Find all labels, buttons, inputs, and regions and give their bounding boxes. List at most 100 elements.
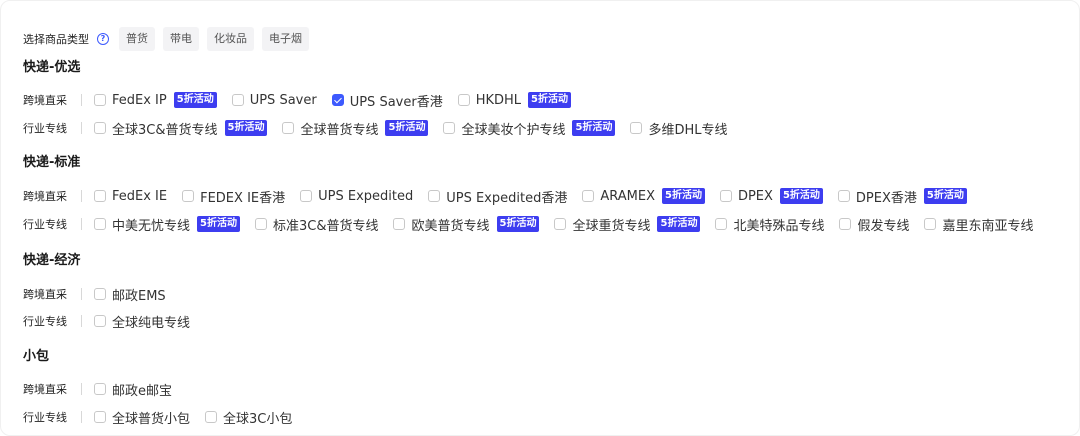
shipping-option[interactable]: 多维DHL专线 [630, 119, 727, 138]
option-label: UPS Saver [249, 92, 317, 108]
shipping-option[interactable]: HKDHL 5折活动 [457, 92, 572, 108]
option-label: UPS Expedited香港 [446, 190, 568, 206]
shipping-option[interactable]: 全球3C小包 [205, 408, 292, 427]
checkbox[interactable] [924, 218, 937, 230]
help-icon[interactable]: ? [97, 33, 109, 45]
option-label: 邮政EMS [112, 288, 166, 304]
section-title: 快递-优选 [23, 60, 81, 75]
shipping-option[interactable]: UPS Expedited [300, 189, 413, 204]
divider [81, 383, 82, 395]
option-row: 跨境直采邮政EMS [23, 283, 181, 305]
divider [81, 288, 82, 300]
shipping-option[interactable]: 邮政EMS [94, 285, 166, 304]
shipping-option[interactable]: 嘉里东南亚专线 [924, 215, 1034, 234]
checkbox[interactable] [94, 383, 106, 395]
shipping-option[interactable]: FedEx IE [94, 189, 167, 204]
checkbox[interactable] [254, 218, 267, 230]
chip-battery[interactable]: 带电 [163, 27, 199, 51]
checkbox[interactable] [94, 122, 106, 134]
checkbox[interactable] [457, 94, 470, 106]
shipping-option[interactable]: DPEX香港 5折活动 [837, 187, 967, 206]
shipping-option[interactable]: UPS Saver香港 [331, 91, 443, 110]
checkbox[interactable] [719, 190, 732, 202]
section-title: 小包 [23, 349, 50, 364]
checkbox[interactable] [428, 190, 441, 202]
option-label: 全球重货专线 [572, 218, 651, 234]
option-label: DPEX [737, 188, 773, 204]
checkbox[interactable] [443, 122, 456, 134]
checkbox[interactable] [839, 218, 852, 230]
row-label: 行业专线 [23, 315, 67, 328]
discount-badge: 5折活动 [385, 120, 429, 136]
checkbox[interactable] [94, 411, 106, 423]
discount-badge: 5折活动 [173, 92, 217, 108]
checkbox[interactable] [630, 122, 643, 134]
shipping-option[interactable]: 中美无忧专线 5折活动 [94, 215, 240, 234]
option-label: UPS Saver香港 [349, 94, 443, 110]
shipping-option[interactable]: 欧美普货专线 5折活动 [393, 215, 540, 234]
divider [81, 315, 82, 327]
checkbox[interactable] [182, 190, 195, 202]
checkbox[interactable] [582, 190, 595, 202]
chip-general[interactable]: 普货 [119, 27, 155, 51]
shipping-option[interactable]: FEDEX IE香港 [182, 187, 285, 206]
shipping-option[interactable]: UPS Saver [231, 92, 317, 108]
checkbox[interactable] [205, 411, 218, 423]
checkbox[interactable] [94, 190, 106, 202]
checkbox[interactable] [282, 122, 295, 134]
option-label: 标准3C&普货专线 [272, 218, 379, 234]
option-label: HKDHL [475, 92, 522, 108]
option-label: 中美无忧专线 [112, 218, 191, 234]
checkbox[interactable] [94, 315, 106, 327]
chip-cosmetics[interactable]: 化妆品 [207, 27, 254, 51]
chip-e-cigarette[interactable]: 电子烟 [262, 27, 309, 51]
checkbox[interactable] [94, 218, 106, 230]
shipping-option[interactable]: 全球普货小包 [94, 408, 190, 427]
option-label: 全球纯电专线 [112, 315, 191, 331]
shipping-option[interactable]: 北美特殊品专线 [715, 215, 824, 234]
shipping-option[interactable]: UPS Expedited香港 [428, 187, 567, 206]
shipping-option[interactable]: 全球重货专线 5折活动 [554, 215, 701, 234]
option-label: DPEX香港 [855, 190, 917, 206]
checkbox[interactable] [837, 190, 850, 202]
checkbox[interactable] [94, 288, 106, 300]
option-label: ARAMEX [600, 188, 655, 204]
shipping-option[interactable]: 假发专线 [839, 215, 909, 234]
checkbox[interactable] [393, 218, 406, 230]
divider [81, 190, 82, 202]
option-row: 跨境直采邮政e邮宝 [23, 378, 187, 400]
option-label: 全球普货专线 [300, 122, 379, 138]
checkbox[interactable] [715, 218, 728, 230]
shipping-option[interactable]: 标准3C&普货专线 [254, 215, 379, 234]
divider [81, 122, 82, 134]
option-label: 欧美普货专线 [411, 218, 490, 234]
discount-badge: 5折活动 [923, 188, 967, 204]
checkbox[interactable] [554, 218, 567, 230]
shipping-option[interactable]: 邮政e邮宝 [94, 380, 172, 399]
shipping-option[interactable]: ARAMEX 5折活动 [582, 188, 705, 204]
discount-badge: 5折活动 [496, 216, 540, 232]
shipping-option[interactable]: 全球纯电专线 [94, 312, 190, 331]
discount-badge: 5折活动 [661, 188, 705, 204]
discount-badge: 5折活动 [657, 216, 701, 232]
shipping-option[interactable]: 全球普货专线 5折活动 [282, 119, 429, 138]
checkbox[interactable] [300, 190, 313, 202]
section-title: 快递-经济 [23, 253, 81, 268]
row-label: 跨境直采 [23, 94, 67, 107]
option-label: FEDEX IE香港 [200, 190, 286, 206]
row-label: 跨境直采 [23, 190, 67, 203]
discount-badge: 5折活动 [572, 120, 616, 136]
checkbox[interactable] [231, 94, 244, 106]
checkbox-checked[interactable] [331, 94, 344, 106]
discount-badge: 5折活动 [197, 216, 240, 232]
discount-badge: 5折活动 [528, 92, 572, 108]
discount-badge: 5折活动 [224, 120, 268, 136]
checkbox[interactable] [94, 94, 106, 106]
